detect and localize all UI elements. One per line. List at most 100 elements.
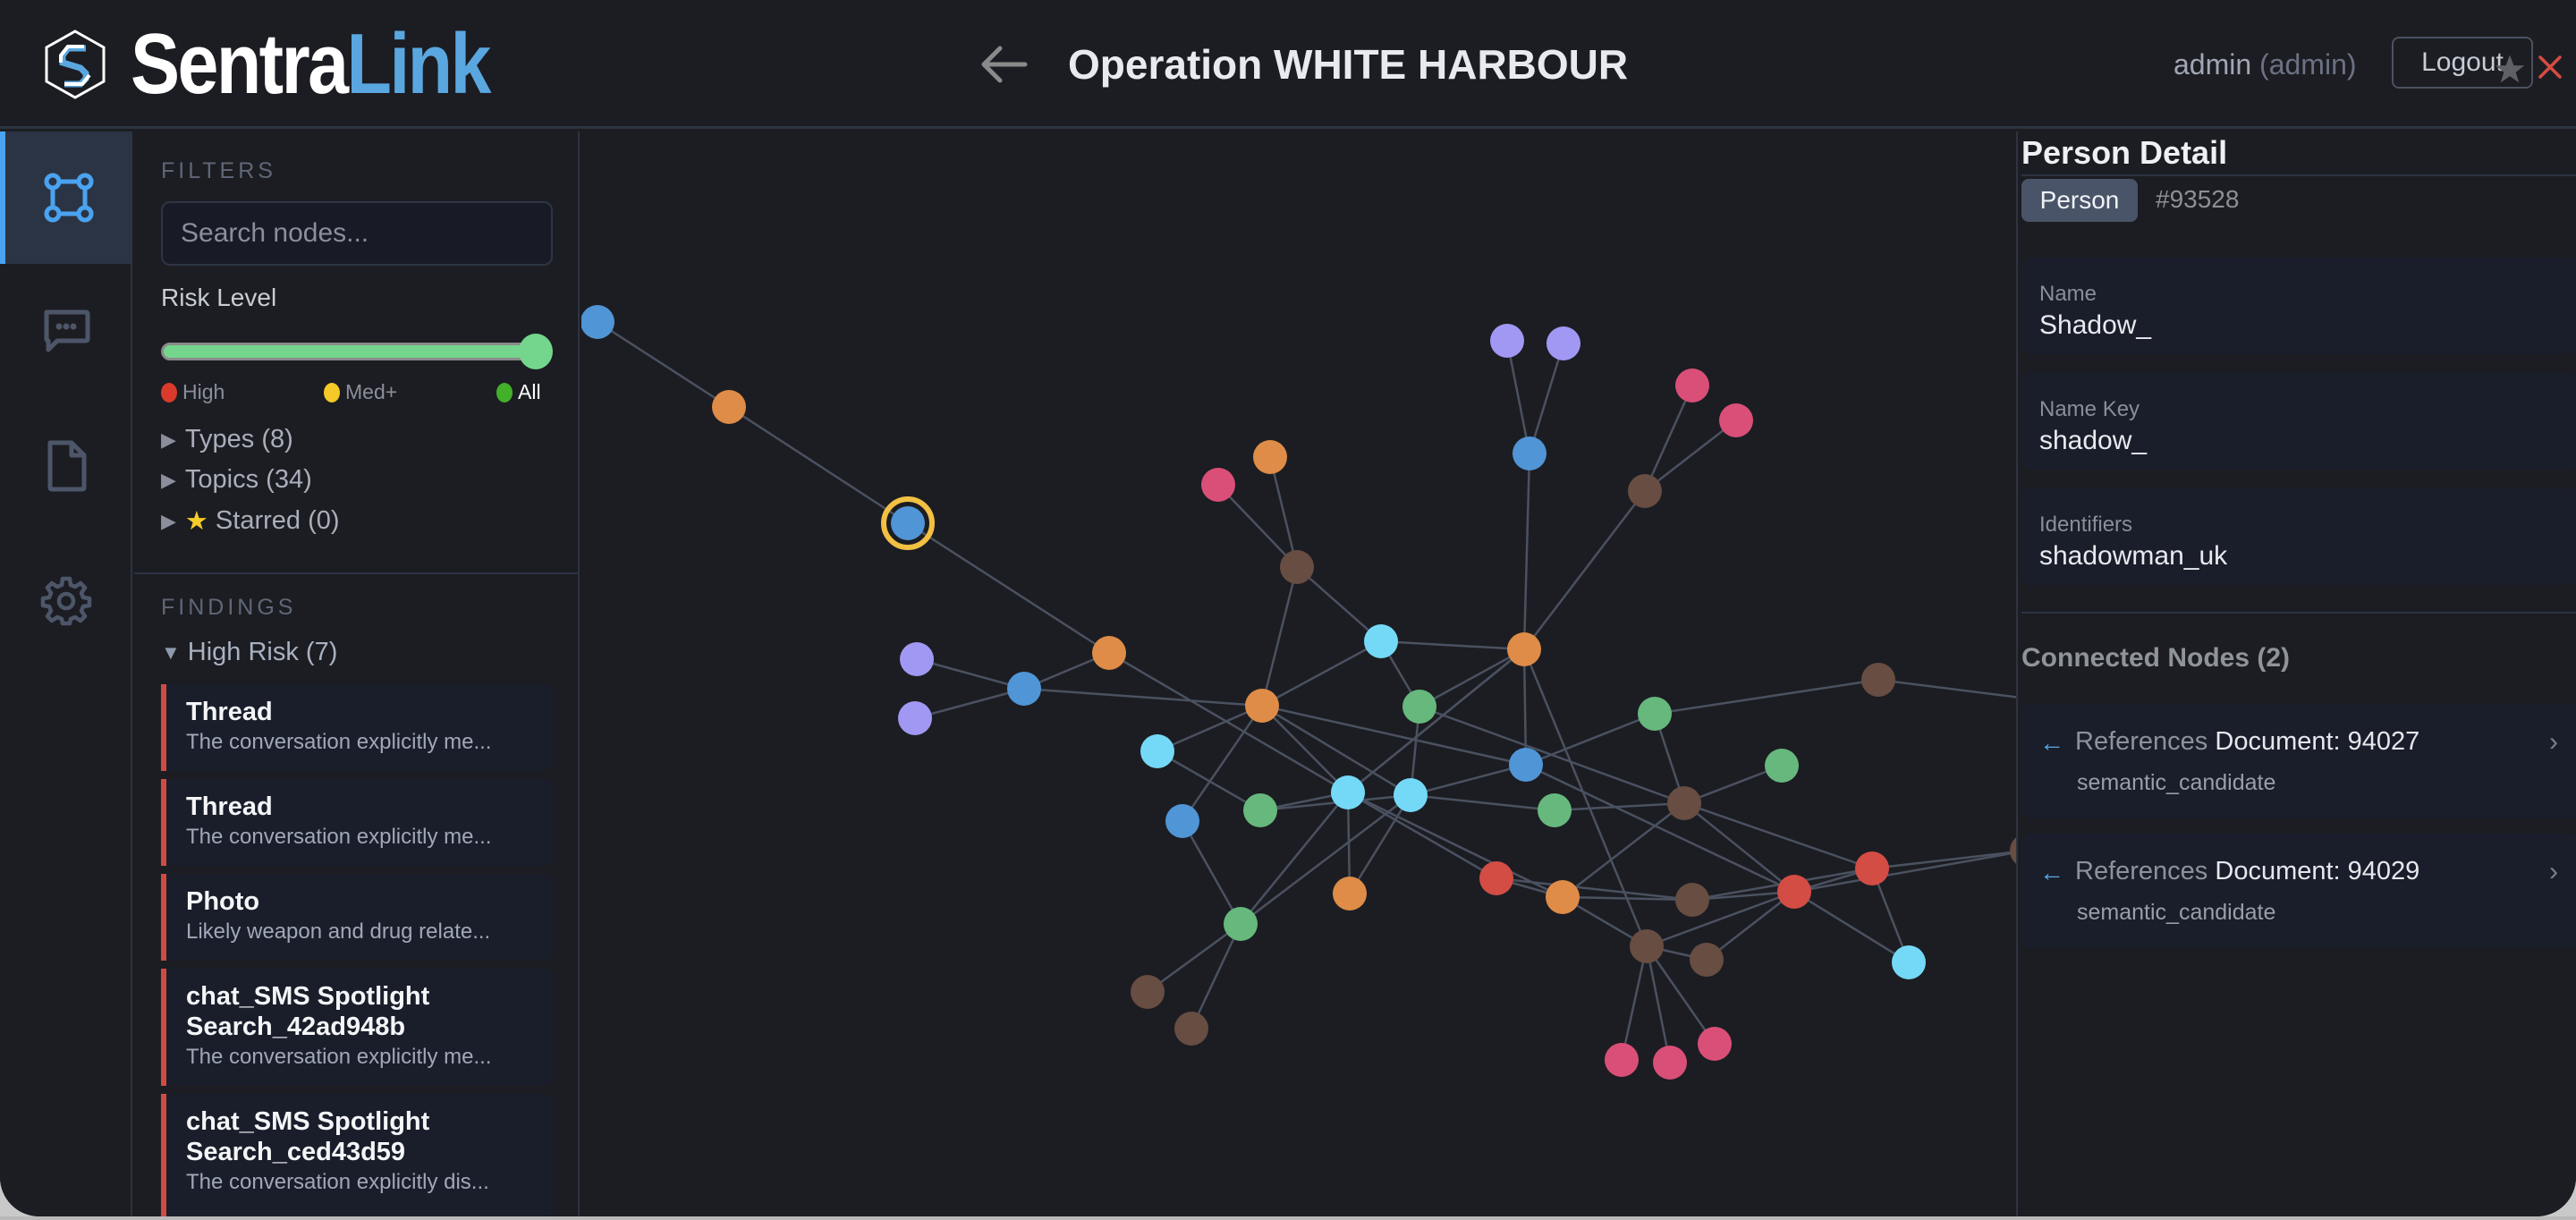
search-nodes-input[interactable] (161, 201, 553, 266)
graph-node-brown[interactable] (2010, 834, 2016, 868)
filter-topics-toggle[interactable]: ▶ Topics (34) (161, 465, 312, 495)
graph-node-cyan[interactable] (1892, 945, 1926, 979)
finding-item[interactable]: chat_SMS Spotlight Search_ced43d59 The c… (161, 1094, 553, 1216)
connection-source: semantic_candidate (2077, 900, 2276, 925)
graph-node-green[interactable] (1765, 749, 1799, 783)
graph-node-brown[interactable] (1628, 474, 1662, 508)
risk-option-high[interactable]: High (161, 380, 225, 404)
graph-node-lavender[interactable] (1490, 324, 1524, 358)
selected-node-ring (881, 496, 935, 550)
graph-node-green[interactable] (1538, 793, 1572, 827)
graph-node-orange[interactable] (1092, 636, 1126, 670)
connection-label: References Document: 94027 (2075, 727, 2419, 757)
graph-node-cyan[interactable] (1140, 734, 1174, 768)
finding-item[interactable]: Thread The conversation explicitly me... (161, 779, 553, 866)
graph-node-pink[interactable] (1201, 468, 1235, 502)
connected-node-item[interactable]: ← References Document: 94029 semantic_ca… (2021, 834, 2576, 948)
finding-item[interactable]: Photo Likely weapon and drug relate... (161, 874, 553, 961)
field-label: Name (2039, 282, 2097, 306)
network-graph[interactable] (581, 131, 2016, 1216)
graph-edge (914, 687, 1025, 720)
risk-option-all[interactable]: All (496, 380, 541, 404)
graph-node-green[interactable] (1402, 690, 1436, 724)
graph-edge (916, 657, 1025, 690)
connected-node-item[interactable]: ← References Document: 94027 semantic_ca… (2021, 704, 2576, 818)
graph-node-blue[interactable] (1165, 804, 1199, 838)
graph-node-brown[interactable] (1667, 786, 1701, 820)
graph-node-brown[interactable] (1174, 1012, 1208, 1046)
graph-node-orange[interactable] (1546, 880, 1580, 914)
graph-edge (1644, 419, 1737, 492)
graph-edges (597, 320, 2016, 1063)
finding-title: chat_SMS Spotlight Search_ced43d59 (186, 1107, 430, 1166)
graph-edge (1261, 704, 1411, 797)
filter-starred-toggle[interactable]: ▶ ★ Starred (0) (161, 505, 340, 537)
graph-edge (1419, 648, 1525, 708)
graph-node-brown[interactable] (1280, 550, 1314, 584)
graph-node-pink[interactable] (1719, 403, 1753, 437)
graph-node-cyan[interactable] (1364, 624, 1398, 658)
finding-description: The conversation explicitly me... (186, 1045, 492, 1069)
rail-item-chat[interactable] (0, 266, 132, 398)
graph-node-blue[interactable] (891, 506, 925, 540)
graph-node-pink[interactable] (1653, 1046, 1687, 1080)
graph-node-blue[interactable] (581, 305, 614, 339)
graph-node-brown[interactable] (1131, 975, 1165, 1009)
finding-item[interactable]: Thread The conversation explicitly me... (161, 684, 553, 771)
filter-types-toggle[interactable]: ▶ Types (8) (161, 425, 293, 454)
graph-node-pink[interactable] (1698, 1027, 1732, 1061)
rail-item-documents[interactable] (0, 400, 132, 532)
field-value: shadowman_uk (2039, 541, 2228, 571)
gear-icon (40, 576, 92, 626)
star-node-button[interactable] (2494, 54, 2526, 89)
graph-node-brown[interactable] (1675, 883, 1709, 917)
graph-node-orange[interactable] (1333, 877, 1367, 911)
graph-node-cyan[interactable] (1394, 778, 1428, 812)
page-title: Operation WHITE HARBOUR (1068, 41, 1629, 88)
graph-canvas[interactable] (581, 131, 2016, 1216)
graph-node-cyan[interactable] (1331, 775, 1365, 809)
rail-item-graph[interactable] (0, 131, 132, 264)
red-dot-icon (161, 382, 177, 402)
graph-node-green[interactable] (1638, 697, 1672, 731)
graph-node-orange[interactable] (712, 390, 746, 424)
graph-node-brown[interactable] (1630, 929, 1664, 963)
graph-node-orange[interactable] (1253, 440, 1287, 474)
high-risk-group-toggle[interactable]: ▼ High Risk (7) (161, 638, 337, 667)
close-panel-button[interactable] (2537, 54, 2563, 85)
node-id: #93528 (2156, 185, 2240, 213)
graph-node-orange[interactable] (1507, 632, 1541, 666)
risk-option-medium[interactable]: Med+ (324, 380, 397, 404)
graph-node-lavender[interactable] (1546, 326, 1580, 360)
graph-node-red[interactable] (1855, 851, 1889, 885)
relation-type: References (2075, 857, 2208, 885)
graph-edge (1496, 877, 1693, 902)
graph-edge (1347, 791, 1563, 899)
finding-item[interactable]: chat_SMS Spotlight Search_42ad948b The c… (161, 969, 553, 1086)
brand-logo[interactable]: SentraLink (43, 21, 547, 107)
graph-node-blue[interactable] (1509, 748, 1543, 782)
rail-item-settings[interactable] (0, 534, 132, 666)
connection-label: References Document: 94029 (2075, 857, 2419, 886)
graph-node-green[interactable] (1243, 793, 1277, 827)
graph-node-orange[interactable] (1245, 689, 1279, 723)
risk-slider-track (161, 343, 537, 360)
logout-button[interactable]: Logout (2392, 37, 2533, 89)
graph-node-lavender[interactable] (898, 701, 932, 735)
risk-slider-thumb[interactable] (519, 334, 553, 369)
graph-node-pink[interactable] (1605, 1043, 1639, 1077)
graph-node-red[interactable] (1777, 875, 1811, 909)
graph-node-blue[interactable] (1007, 672, 1041, 706)
risk-level-slider[interactable] (161, 334, 553, 369)
graph-node-red[interactable] (1479, 861, 1513, 895)
graph-nodes (581, 305, 2016, 1080)
graph-node-green[interactable] (1224, 907, 1258, 941)
graph-node-blue[interactable] (1513, 436, 1546, 470)
graph-node-lavender[interactable] (900, 642, 934, 676)
graph-edge (1877, 678, 2016, 699)
graph-node-brown[interactable] (1690, 943, 1724, 977)
back-button[interactable] (977, 39, 1030, 89)
graph-node-brown[interactable] (1861, 663, 1895, 697)
graph-node-pink[interactable] (1675, 369, 1709, 402)
